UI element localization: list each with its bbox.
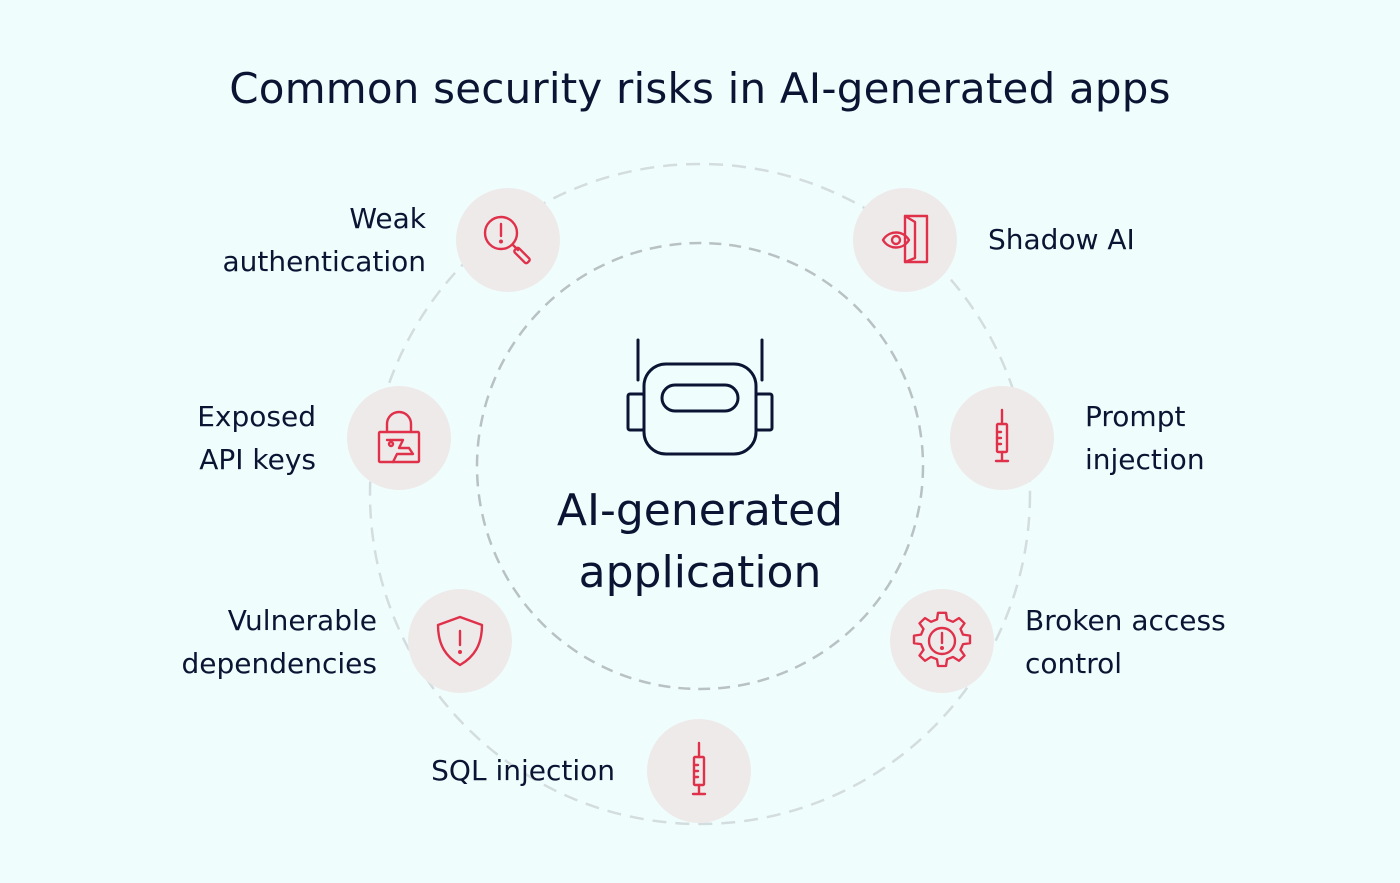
label-weak-authentication: Weak authentication [222,202,426,278]
node-broken-access-control [890,589,994,693]
syringe-icon [691,741,707,796]
padlock-key-icon [377,410,421,464]
ai-device-icon [626,338,774,456]
gear-alert-icon [912,611,972,668]
syringe-icon [994,408,1010,463]
label-shadow-ai: Shadow AI [988,223,1135,256]
magnifier-alert-icon [483,215,531,265]
center-label: AI-generated application [500,480,900,604]
node-shadow-ai [853,188,957,292]
label-exposed-api-keys: Exposed API keys [197,400,316,476]
node-weak-authentication [456,188,560,292]
eye-door-icon [881,214,929,264]
node-vulnerable-dependencies [408,589,512,693]
center-label-line2: application [578,547,822,598]
node-prompt-injection [950,386,1054,490]
label-vulnerable-dependencies: Vulnerable dependencies [181,604,377,680]
outer-ring [368,162,1032,826]
shield-alert-icon [436,615,484,667]
page-title: Common security risks in AI-generated ap… [229,64,1171,113]
label-prompt-injection: Prompt injection [1085,400,1205,476]
node-exposed-api-keys [347,386,451,490]
label-sql-injection: SQL injection [431,754,615,787]
node-sql-injection [647,719,751,823]
inner-ring [475,241,925,691]
label-broken-access-control: Broken access control [1025,604,1226,680]
center-label-line1: AI-generated [556,485,844,536]
